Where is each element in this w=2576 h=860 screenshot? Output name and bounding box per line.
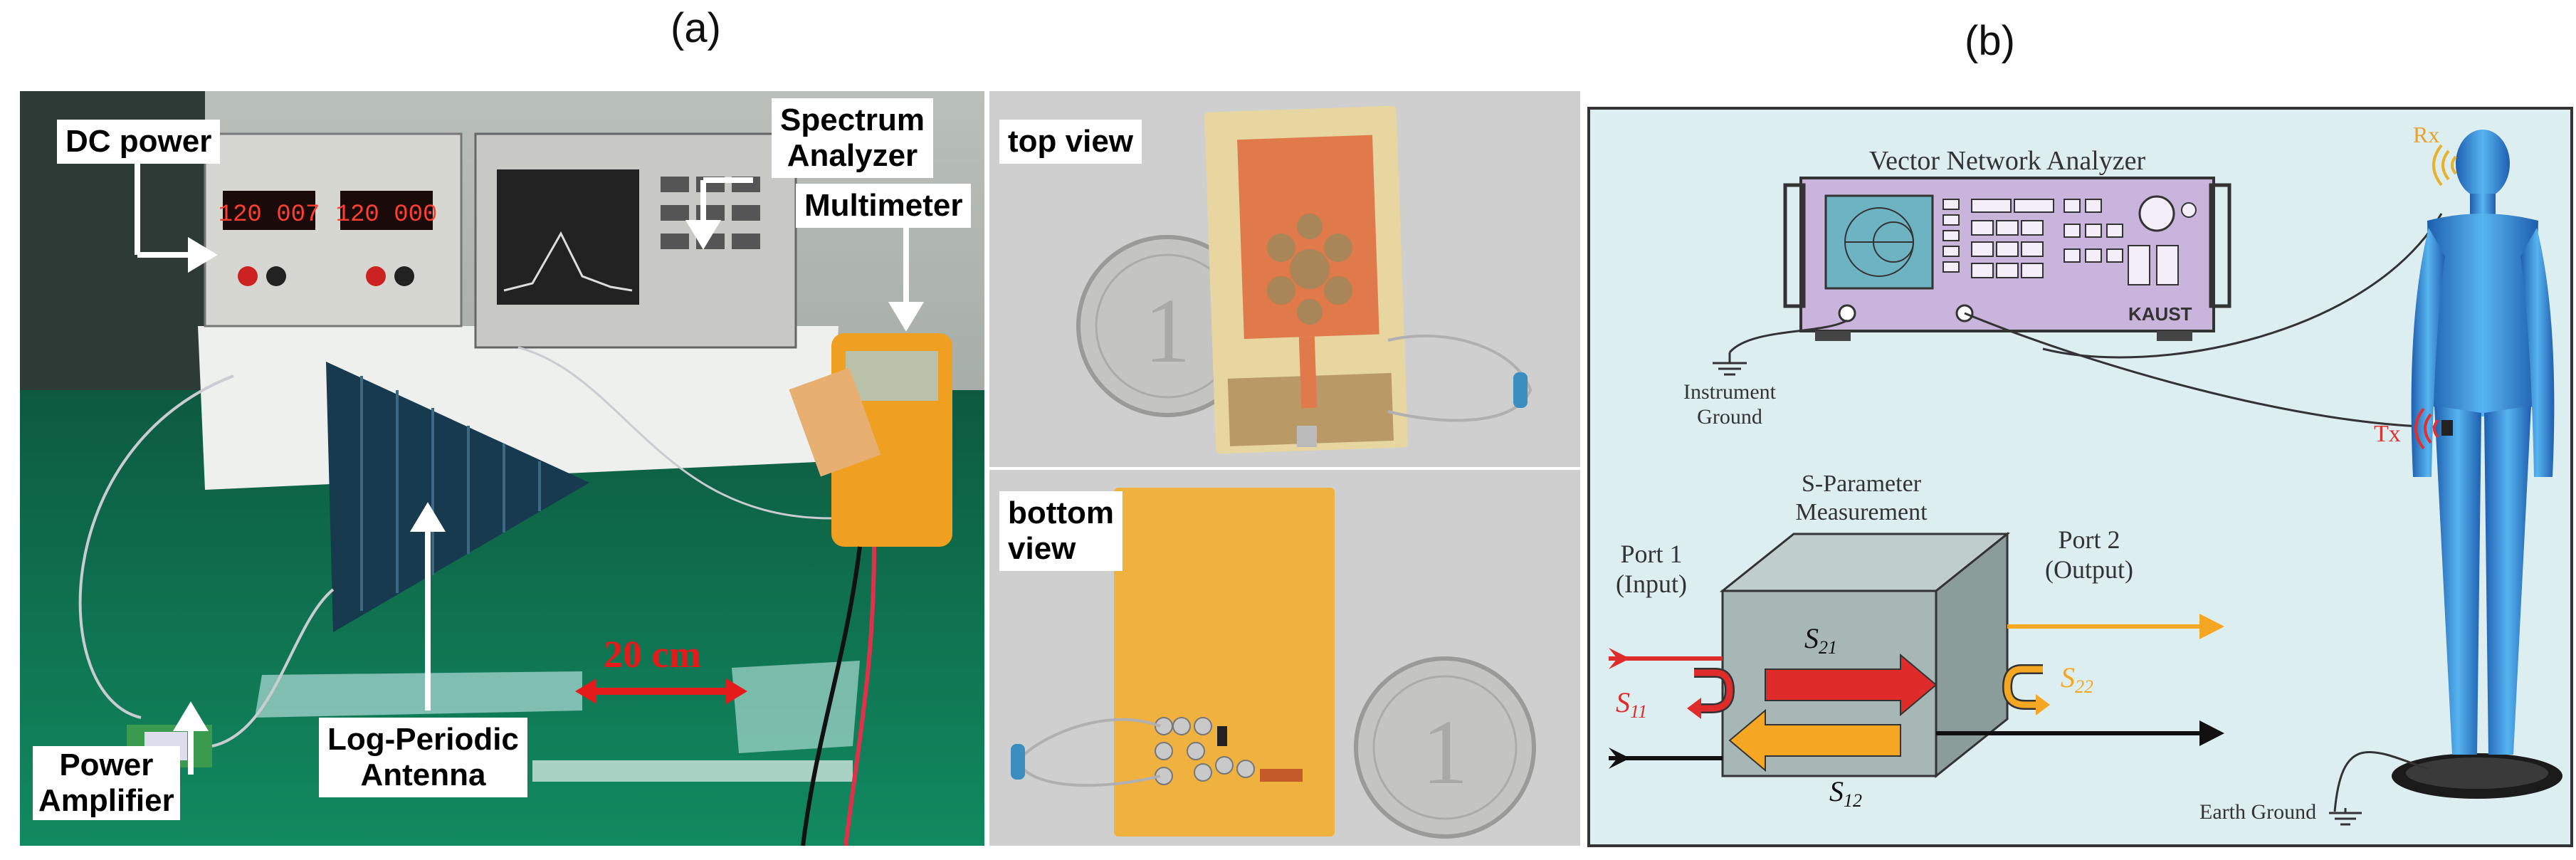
- bottom-view-label: bottom view: [999, 491, 1123, 571]
- s22-loop: [2004, 666, 2043, 708]
- top-view-label: top view: [999, 120, 1142, 164]
- dc-display-right: 120 000: [336, 201, 438, 229]
- instrument-ground-symbol: [1713, 352, 1747, 376]
- component-cluster: [1155, 717, 1255, 785]
- port1-line2: (Input): [1616, 570, 1687, 598]
- vna-instrument: [1783, 177, 2231, 341]
- tx-sensor: [2441, 420, 2453, 436]
- port2-line2: (Output): [2045, 555, 2133, 584]
- tx-label: Tx: [2374, 421, 2401, 447]
- svg-text:1: 1: [1145, 280, 1191, 382]
- instrument-ground-line2: Ground: [1697, 405, 1762, 429]
- measurement-diagram: Vector Network Analyzer KAUST Instrument…: [1587, 107, 2573, 847]
- s22-s: S: [2061, 661, 2075, 693]
- s12-label: S12: [1829, 775, 1862, 811]
- tx-waves-icon: [2414, 407, 2439, 450]
- bottom-view-line1: bottom: [1008, 495, 1115, 530]
- s22-subscript: 22: [2075, 676, 2093, 697]
- s11-subscript: 11: [1630, 701, 1647, 722]
- earth-ground-label: Earth Ground: [2199, 800, 2316, 824]
- s12-s: S: [1829, 775, 1844, 807]
- sparam-line2: Measurement: [1795, 499, 1928, 525]
- spectrum-analyzer-line1: Spectrum: [780, 103, 925, 137]
- rx-label: Rx: [2413, 122, 2439, 147]
- power-amplifier-line2: Amplifier: [38, 783, 174, 818]
- s21-subscript: 21: [1819, 637, 1837, 658]
- s11-s: S: [1616, 686, 1630, 718]
- panel-b-label: (b): [1965, 18, 2015, 64]
- human-body: [2392, 130, 2562, 799]
- s21-label: S21: [1804, 622, 1837, 658]
- dc-display-left: 120 007: [219, 201, 320, 229]
- s11-loop: [1694, 669, 1733, 712]
- antenna-line1: Log-Periodic: [327, 722, 519, 757]
- vna-brand: KAUST: [2128, 303, 2192, 325]
- log-periodic-antenna-label: Log-Periodic Antenna: [319, 718, 527, 797]
- s21-arrow: [1765, 653, 1938, 717]
- s21-s: S: [1804, 622, 1819, 654]
- top-view-photo: 1 top view: [989, 91, 1580, 467]
- diagram-drawing: Vector Network Analyzer KAUST Instrument…: [1587, 107, 2573, 847]
- spectrum-analyzer-line2: Analyzer: [787, 138, 918, 173]
- top-view-drawing: 1: [989, 91, 1580, 467]
- vna-title: Vector Network Analyzer: [1869, 146, 2146, 176]
- bottom-view-photo: 1 bottom view: [989, 470, 1580, 846]
- multimeter-label: Multimeter: [796, 184, 972, 228]
- spectrum-analyzer-label: Spectrum Analyzer: [772, 98, 933, 178]
- s12-arrow: [1728, 708, 1901, 772]
- port2-line1: Port 2: [2058, 525, 2120, 554]
- dc-power-label: DC power: [57, 120, 221, 164]
- s12-subscript: 12: [1844, 790, 1862, 811]
- instrument-ground-line1: Instrument: [1683, 380, 1777, 404]
- s11-label: S11: [1616, 686, 1647, 722]
- antenna-line2: Antenna: [360, 757, 486, 792]
- bottom-view-line2: view: [1008, 531, 1076, 566]
- sparam-line1: S-Parameter: [1802, 471, 1922, 497]
- rx-waves-icon: [2432, 144, 2457, 187]
- earth-ground-symbol: [2329, 808, 2362, 826]
- snowflake-pattern: [1267, 214, 1352, 325]
- svg-text:1: 1: [1422, 701, 1468, 804]
- panel-a-label: (a): [671, 5, 721, 51]
- port1-line1: Port 1: [1620, 540, 1682, 568]
- power-amplifier-label: Power Amplifier: [33, 746, 180, 820]
- setup-photo: 120 007 120 000: [20, 91, 984, 846]
- s22-label: S22: [2061, 661, 2093, 697]
- distance-label: 20 cm: [604, 633, 701, 676]
- power-amplifier-line1: Power: [59, 748, 154, 782]
